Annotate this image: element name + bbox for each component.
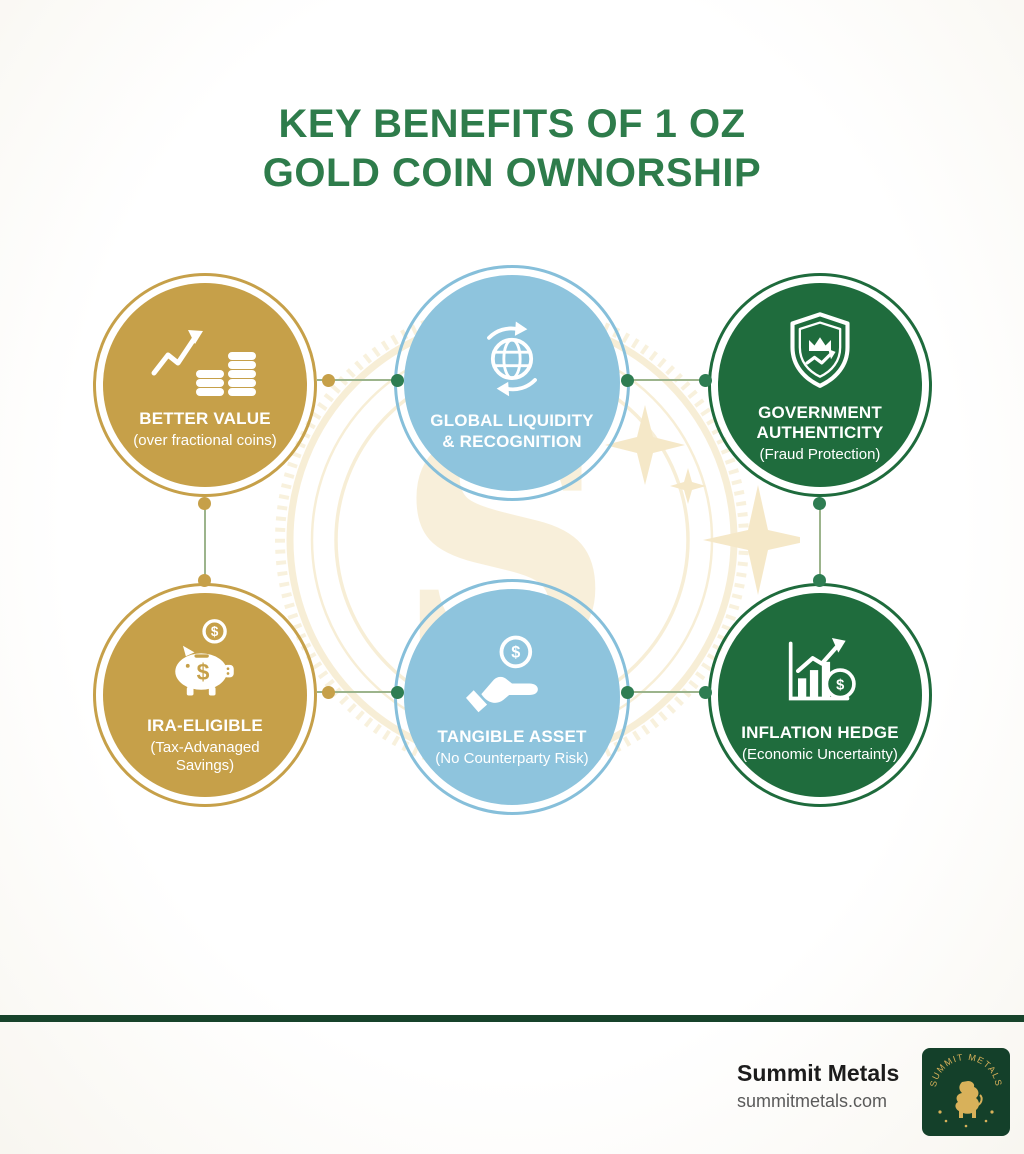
benefit-sublabel: (Fraud Protection) [759, 445, 881, 463]
connector-dot [322, 374, 335, 387]
sparkle-icon [670, 468, 706, 504]
connector-dot [322, 686, 335, 699]
connector-dot [198, 574, 211, 587]
benefit-sublabel: (over fractional coins) [133, 431, 277, 449]
benefit-government-authenticity: GOVERNMENT AUTHENTICITY (Fraud Protectio… [708, 273, 932, 497]
footer-brand-block: Summit Metals summitmetals.com [737, 1060, 899, 1112]
connector-dot [198, 497, 211, 510]
page-title: KEY BENEFITS OF 1 OZ GOLD COIN OWNORSHIP [0, 100, 1024, 198]
connector-dot [391, 686, 404, 699]
page-title-line1: KEY BENEFITS OF 1 OZ [278, 102, 746, 146]
connector-dot [621, 374, 634, 387]
benefit-sublabel: (No Counterparty Risk) [435, 749, 589, 767]
hand-coin-icon: $ [466, 635, 538, 713]
benefit-label: IRA-ELIGIBLE [147, 716, 263, 736]
connector-line [623, 379, 711, 381]
connector-line [819, 500, 821, 585]
lion-emblem-icon [955, 1081, 979, 1118]
shield-crown-icon [790, 312, 850, 388]
sparkle-icon [703, 485, 800, 595]
benefit-sublabel: (Tax-Advanaged Savings) [150, 739, 260, 774]
connector-line [204, 500, 206, 585]
benefit-label: BETTER VALUE [139, 408, 271, 428]
connector-dot [699, 374, 712, 387]
globe-exchange-icon [487, 321, 537, 397]
brand-website: summitmetals.com [737, 1090, 888, 1111]
footer-divider [0, 1015, 1024, 1022]
benefit-sublabel: (Economic Uncertainty) [742, 745, 898, 763]
svg-text:$: $ [197, 659, 210, 685]
svg-text:$: $ [211, 624, 219, 639]
brand-name: Summit Metals [737, 1060, 900, 1086]
connector-dot [391, 374, 404, 387]
svg-text:$: $ [836, 677, 844, 693]
benefit-better-value: BETTER VALUE (over fractional coins) [93, 273, 317, 497]
benefit-label: GLOBAL LIQUIDITY & RECOGNITION [430, 411, 594, 451]
benefit-label: GOVERNMENT AUTHENTICITY [756, 402, 884, 442]
svg-text:$: $ [511, 644, 520, 662]
chart-dollar-icon: $ [788, 637, 856, 701]
piggy-bank-icon: $ $ [175, 619, 234, 696]
benefit-global-liquidity: GLOBAL LIQUIDITY & RECOGNITION [394, 265, 630, 501]
benefit-label: INFLATION HEDGE [741, 722, 899, 742]
benefit-ira-eligible: $ $ IRA-ELIGIBLE (Tax-Advanaged Savings) [93, 583, 317, 807]
benefit-inflation-hedge: $ INFLATION HEDGE (Economic Uncertainty) [708, 583, 932, 807]
summit-metals-logo: SUMMIT METALS [922, 1048, 1010, 1136]
connector-dot [621, 686, 634, 699]
growth-coins-icon [151, 329, 256, 396]
connector-dot [813, 497, 826, 510]
benefit-tangible-asset: $ TANGIBLE ASSET (No Counterparty Risk) [394, 579, 630, 815]
benefit-label: TANGIBLE ASSET [437, 726, 587, 746]
connector-dot [813, 574, 826, 587]
connector-line [623, 691, 711, 693]
connector-dot [699, 686, 712, 699]
page-title-line2: GOLD COIN OWNORSHIP [262, 150, 762, 195]
